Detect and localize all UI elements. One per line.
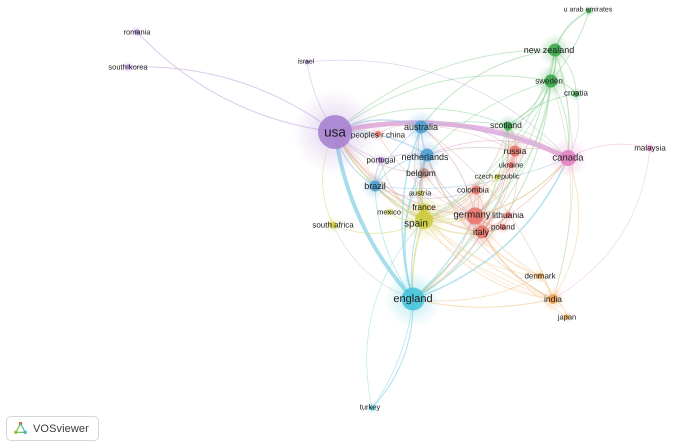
network-node-scotland[interactable] bbox=[503, 121, 513, 131]
network-node-label-usa[interactable]: usa bbox=[324, 124, 346, 140]
network-node-spain[interactable] bbox=[415, 211, 433, 229]
network-node-label-portugal[interactable]: portugal bbox=[366, 155, 396, 165]
network-node-russia[interactable] bbox=[509, 145, 521, 157]
network-node-label-india[interactable]: india bbox=[544, 294, 562, 304]
network-node-england[interactable] bbox=[401, 287, 425, 311]
network-node-ukraine[interactable] bbox=[508, 162, 514, 168]
network-node-netherlands[interactable] bbox=[420, 148, 434, 162]
network-node-italy[interactable] bbox=[475, 225, 489, 239]
network-node-label-israel[interactable]: israel bbox=[297, 58, 315, 66]
network-node-usa[interactable] bbox=[318, 115, 352, 149]
network-node-label-austria[interactable]: austria bbox=[408, 188, 432, 198]
network-node-belgium[interactable] bbox=[419, 168, 429, 178]
network-node-label-scotland[interactable]: scotland bbox=[490, 120, 522, 130]
network-node-label-italy[interactable]: italy bbox=[472, 227, 490, 237]
network-node-brazil[interactable] bbox=[369, 180, 381, 192]
network-node-label-u-arab-emirates[interactable]: u arab emirates bbox=[563, 6, 613, 14]
network-node-label-netherlands[interactable]: netherlands bbox=[401, 152, 449, 162]
network-node-label-spain[interactable]: spain bbox=[404, 218, 428, 230]
network-node-label-mexico[interactable]: mexico bbox=[377, 207, 401, 217]
network-node-india[interactable] bbox=[548, 294, 558, 304]
network-node-label-poland[interactable]: poland bbox=[490, 222, 516, 232]
network-node-portugal[interactable] bbox=[378, 157, 384, 163]
network-node-label-lithuania[interactable]: lithuania bbox=[492, 210, 524, 220]
network-node-label-south-africa[interactable]: south africa bbox=[312, 220, 354, 230]
network-node-label-czech-republic[interactable]: czech republic bbox=[474, 173, 520, 181]
network-node-label-turkey[interactable]: turkey bbox=[359, 402, 381, 412]
network-node-malaysia[interactable] bbox=[647, 145, 653, 151]
vosviewer-logo-icon bbox=[14, 421, 27, 434]
network-node-croatia[interactable] bbox=[573, 91, 579, 97]
vosviewer-logo-text: VOSviewer bbox=[33, 422, 89, 435]
network-node-label-japan[interactable]: japan bbox=[557, 312, 577, 322]
network-node-label-england[interactable]: england bbox=[393, 293, 433, 305]
network-node-label-ukraine[interactable]: ukraine bbox=[498, 160, 524, 170]
network-node-label-australia[interactable]: australia bbox=[403, 122, 439, 132]
network-node-label-denmark[interactable]: denmark bbox=[524, 271, 556, 281]
network-node-label-colombia[interactable]: colombia bbox=[456, 185, 490, 195]
network-node-lithuania[interactable] bbox=[505, 212, 511, 218]
network-node-label-canada[interactable]: canada bbox=[552, 152, 584, 164]
network-node-u-arab-emirates[interactable] bbox=[586, 8, 592, 14]
network-node-germany[interactable] bbox=[466, 207, 484, 225]
vosviewer-logo[interactable]: VOSviewer bbox=[6, 416, 99, 441]
network-node-label-new-zealand[interactable]: new zealand bbox=[523, 45, 575, 55]
network-node-poland[interactable] bbox=[500, 224, 506, 230]
network-node-austria[interactable] bbox=[417, 190, 423, 196]
network-node-label-peoples-r-china[interactable]: peoples r china bbox=[350, 130, 406, 140]
network-node-label-germany[interactable]: germany bbox=[453, 209, 491, 221]
network-node-label-france[interactable]: france bbox=[412, 202, 436, 212]
network-node-label-croatia[interactable]: croatia bbox=[563, 88, 589, 98]
network-node-label-malaysia[interactable]: malaysia bbox=[634, 143, 666, 153]
network-node-canada[interactable] bbox=[560, 150, 576, 166]
network-node-label-south-korea[interactable]: south korea bbox=[108, 62, 148, 72]
network-node-label-sweden[interactable]: sweden bbox=[535, 76, 563, 86]
network-node-australia[interactable] bbox=[414, 120, 428, 134]
network-node-mexico[interactable] bbox=[386, 209, 392, 215]
network-node-sweden[interactable] bbox=[544, 74, 558, 88]
network-node-france[interactable] bbox=[419, 203, 429, 213]
network-node-south-africa[interactable] bbox=[329, 221, 337, 229]
network-node-new-zealand[interactable] bbox=[548, 43, 562, 57]
network-node-label-russia[interactable]: russia bbox=[503, 146, 527, 156]
network-node-south-korea[interactable] bbox=[125, 64, 131, 70]
network-node-israel[interactable] bbox=[305, 60, 309, 64]
network-node-denmark[interactable] bbox=[537, 273, 543, 279]
network-node-label-romania[interactable]: romania bbox=[123, 27, 151, 37]
network-node-label-brazil[interactable]: brazil bbox=[364, 181, 386, 191]
network-node-czech-republic[interactable] bbox=[494, 174, 500, 180]
network-node-label-belgium[interactable]: belgium bbox=[406, 168, 436, 178]
network-node-peoples-r-china[interactable] bbox=[375, 131, 381, 137]
network-node-colombia[interactable] bbox=[471, 185, 481, 195]
network-node-romania[interactable] bbox=[134, 29, 140, 35]
network-node-turkey[interactable] bbox=[369, 405, 375, 411]
network-node-japan[interactable] bbox=[564, 314, 570, 320]
